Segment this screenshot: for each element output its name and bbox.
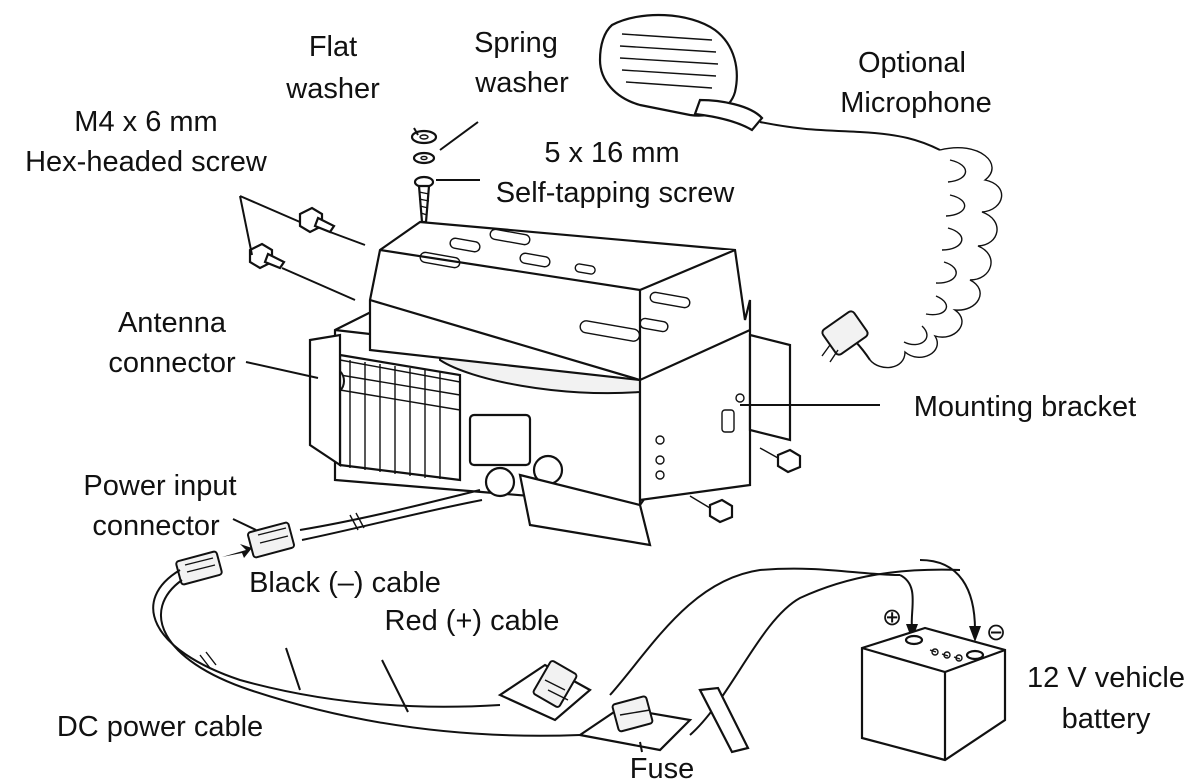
black-cable-label: Black (–) cable bbox=[249, 567, 441, 599]
hex-screw-lower bbox=[248, 242, 286, 270]
spring-washer-label-1: Spring bbox=[474, 27, 558, 59]
hex-screw-label-2: Hex-headed screw bbox=[25, 146, 268, 178]
dc-cable-label: DC power cable bbox=[57, 711, 263, 743]
dc-plug bbox=[175, 544, 252, 586]
hex-screw-label-1: M4 x 6 mm bbox=[74, 106, 217, 138]
fuse-holder bbox=[497, 660, 750, 754]
battery-label-1: 12 V vehicle bbox=[1027, 662, 1185, 694]
bracket-screw-right bbox=[759, 447, 802, 474]
red-cable-label: Red (+) cable bbox=[385, 605, 560, 637]
battery bbox=[860, 626, 1007, 762]
hex-screw-upper bbox=[298, 206, 336, 234]
battery-label-2: battery bbox=[1062, 703, 1151, 735]
antenna-label-2: connector bbox=[108, 347, 236, 379]
power-input-label-2: connector bbox=[92, 510, 220, 542]
flat-washer-label-2: washer bbox=[285, 73, 380, 105]
dc-power-cable bbox=[152, 559, 981, 737]
microphone-label-2: Microphone bbox=[840, 87, 992, 119]
flat-washer-label-1: Flat bbox=[309, 31, 357, 63]
spring-washer-label-2: washer bbox=[474, 67, 569, 99]
tapping-screw-label-2: Self-tapping screw bbox=[496, 177, 736, 209]
tapping-screw-label-1: 5 x 16 mm bbox=[544, 137, 679, 169]
power-input-connector bbox=[247, 489, 483, 559]
microphone bbox=[598, 13, 1003, 369]
self-tapping-screw bbox=[413, 175, 435, 224]
leader-lines bbox=[232, 121, 880, 753]
fuse-label: Fuse bbox=[630, 753, 694, 784]
bracket-screw-lower bbox=[689, 495, 734, 524]
bracket-label: Mounting bracket bbox=[914, 391, 1136, 423]
spring-washer bbox=[412, 151, 436, 165]
microphone-label-1: Optional bbox=[858, 47, 966, 79]
power-input-label-1: Power input bbox=[83, 470, 236, 502]
antenna-label-1: Antenna bbox=[118, 307, 227, 339]
labels: Flat washer Spring washer M4 x 6 mm Hex-… bbox=[25, 27, 1185, 784]
mounting-bracket bbox=[368, 220, 792, 502]
plus-symbol: ⊕ bbox=[882, 603, 902, 631]
minus-symbol: ⊖ bbox=[986, 618, 1006, 646]
